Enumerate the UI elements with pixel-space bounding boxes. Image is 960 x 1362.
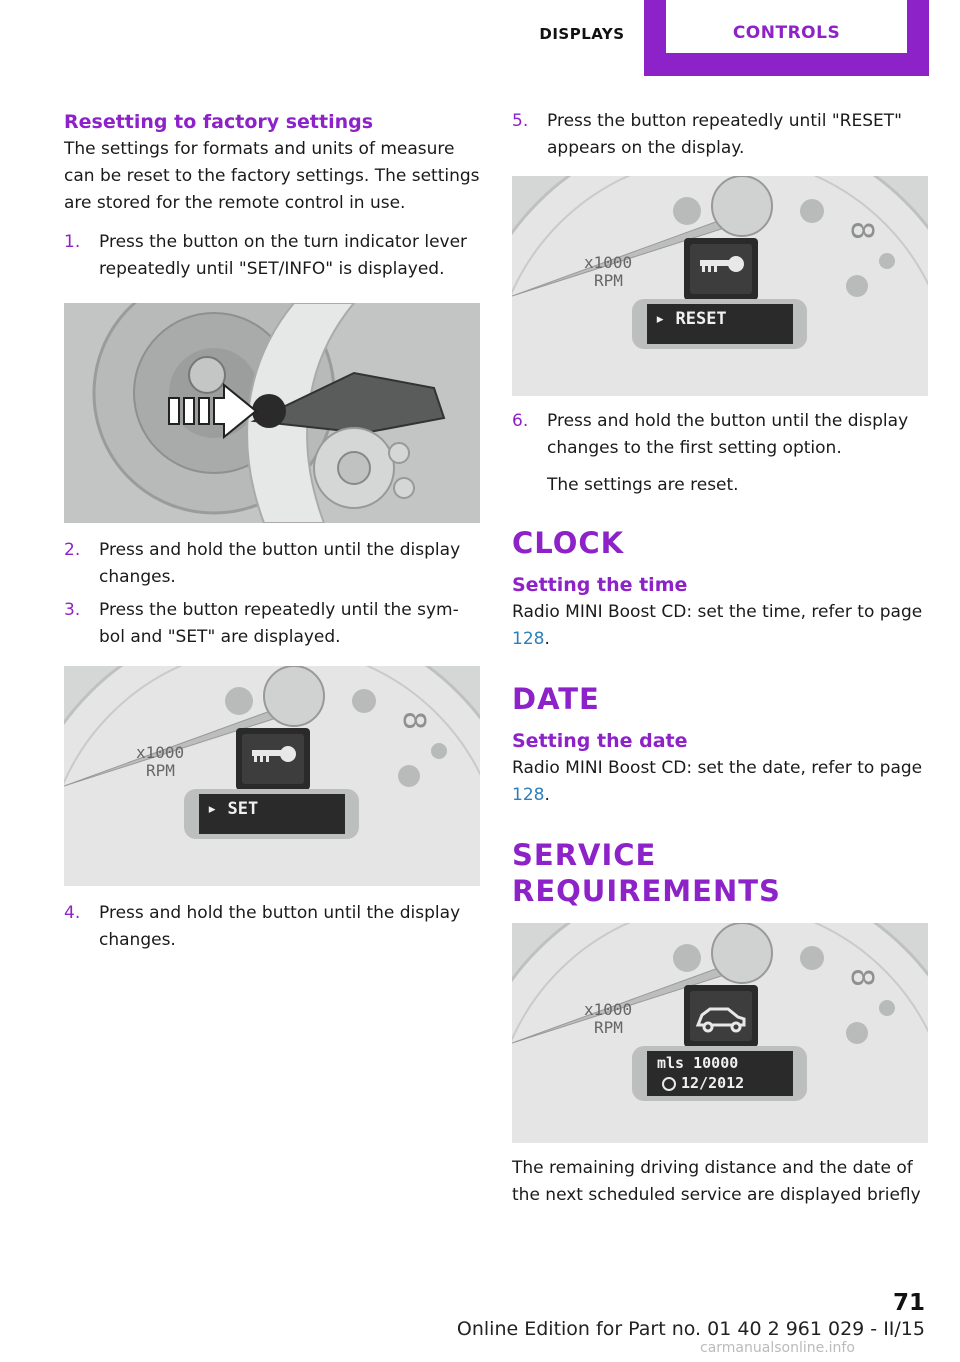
footer-edition: Online Edition for Part no. 01 40 2 961 … bbox=[456, 1318, 925, 1340]
right-column: 5. Press the button repeatedly until "RE… bbox=[512, 108, 928, 1209]
step-text: Press the button on the turn indicator l… bbox=[99, 232, 468, 279]
tab-controls-inner bbox=[666, 0, 907, 53]
step-4: 4. Press and hold the button until the d… bbox=[64, 900, 480, 954]
clock-subhead: Setting the time bbox=[512, 574, 688, 596]
watermark: carmanualsonline.info bbox=[700, 1340, 855, 1356]
reset-display-text: ▸ RESET bbox=[655, 309, 727, 329]
step-5: 5. Press the button repeatedly until "RE… bbox=[512, 108, 928, 162]
rpm-label: RPM bbox=[146, 761, 175, 780]
svg-text:8: 8 bbox=[844, 221, 879, 240]
svg-text:8: 8 bbox=[396, 711, 431, 730]
service-text: The remaining driving distance and the d… bbox=[512, 1158, 921, 1205]
service-heading: SERVICE REQUIREMENTS bbox=[512, 838, 781, 908]
clock-text-end: . bbox=[544, 629, 550, 649]
reset-display-value: RESET bbox=[675, 309, 727, 329]
step-text: Press the button repeatedly until "RESET… bbox=[547, 111, 902, 158]
turn-indicator-figure bbox=[64, 303, 480, 523]
svg-text:8: 8 bbox=[844, 968, 879, 987]
step-text: Press and hold the button until the disp… bbox=[547, 411, 909, 458]
turn-indicator-illustration bbox=[64, 303, 480, 523]
section-subhead: Resetting to factory settings bbox=[64, 111, 374, 133]
instrument-set-illustration: x1000 RPM 8 bbox=[64, 666, 480, 886]
svg-text:RPM: RPM bbox=[594, 271, 623, 290]
date-page-link[interactable]: 128 bbox=[512, 785, 545, 805]
step-1: 1. Press the button on the turn indicato… bbox=[64, 229, 480, 283]
step-3: 3. Press the button repeatedly until the… bbox=[64, 597, 480, 651]
step-6: 6. Press and hold the button until the d… bbox=[512, 408, 928, 462]
instrument-service-figure: x1000 RPM 8 mls 10000 12/2012 bbox=[512, 923, 928, 1143]
tab-controls-label: CONTROLS bbox=[732, 23, 841, 43]
instrument-set-figure: x1000 RPM 8 ▸ SET bbox=[64, 666, 480, 886]
date-text: Radio MINI Boost CD: set the date, refer… bbox=[512, 755, 928, 809]
clock-page-link[interactable]: 128 bbox=[512, 629, 545, 649]
step-number: 3. bbox=[64, 600, 81, 620]
step-text: Press the button repeatedly until the sy… bbox=[99, 600, 459, 647]
clock-text: Radio MINI Boost CD: set the time, refer… bbox=[512, 599, 928, 653]
step-number: 2. bbox=[64, 540, 81, 560]
date-heading: DATE bbox=[512, 682, 600, 716]
clock-heading: CLOCK bbox=[512, 526, 625, 560]
step-number: 1. bbox=[64, 232, 81, 252]
step-number: 5. bbox=[512, 111, 529, 131]
service-display-text: mls 10000 12/2012 bbox=[657, 1053, 744, 1093]
service-distance-value: mls 10000 bbox=[657, 1054, 739, 1072]
instrument-reset-illustration: x1000 RPM 8 bbox=[512, 176, 928, 396]
set-display-value: SET bbox=[227, 799, 259, 819]
tab-displays-label: DISPLAYS bbox=[539, 25, 625, 43]
tab-controls[interactable]: CONTROLS bbox=[644, 0, 929, 76]
svg-text:x1000: x1000 bbox=[584, 253, 632, 272]
left-column: Resetting to factory settings The settin… bbox=[64, 108, 480, 954]
step-2: 2. Press and hold the button until the d… bbox=[64, 537, 480, 591]
set-display-text: ▸ SET bbox=[207, 799, 259, 819]
step-6-note: The settings are reset. bbox=[547, 475, 739, 495]
step-text: Press and hold the button until the disp… bbox=[99, 903, 461, 950]
step-number: 4. bbox=[64, 903, 81, 923]
svg-text:RPM: RPM bbox=[594, 1018, 623, 1037]
tab-displays[interactable]: DISPLAYS bbox=[520, 0, 644, 76]
clock-text-body: Radio MINI Boost CD: set the time, refer… bbox=[512, 602, 923, 622]
date-subhead: Setting the date bbox=[512, 730, 688, 752]
page-number: 71 bbox=[892, 1290, 925, 1316]
rpm-label: x1000 bbox=[136, 743, 184, 762]
instrument-service-illustration: x1000 RPM 8 bbox=[512, 923, 928, 1143]
date-text-end: . bbox=[544, 785, 550, 805]
step-number: 6. bbox=[512, 411, 529, 431]
svg-text:x1000: x1000 bbox=[584, 1000, 632, 1019]
car-icon bbox=[695, 1007, 746, 1033]
service-date-value: 12/2012 bbox=[681, 1074, 745, 1092]
intro-paragraph: The settings for formats and units of me… bbox=[64, 139, 480, 213]
instrument-reset-figure: x1000 RPM 8 ▸ RESET bbox=[512, 176, 928, 396]
clock-icon bbox=[662, 1077, 676, 1091]
date-text-body: Radio MINI Boost CD: set the date, refer… bbox=[512, 758, 923, 778]
step-text: Press and hold the button until the disp… bbox=[99, 540, 461, 587]
